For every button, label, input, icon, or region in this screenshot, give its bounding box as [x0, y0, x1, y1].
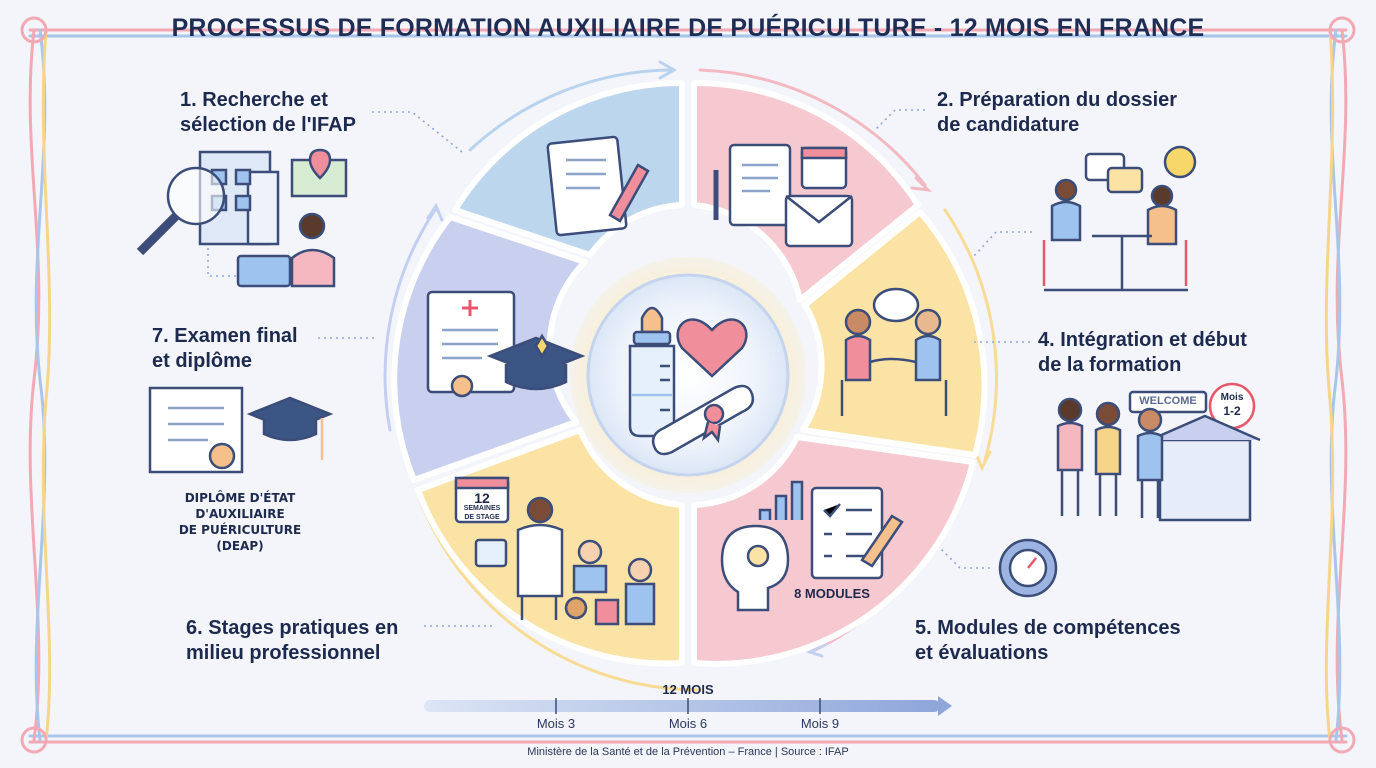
step-6-label: 6. Stages pratiques en milieu profession…: [186, 617, 399, 664]
step-7-label: 7. Examen final et diplôme: [152, 325, 298, 372]
students-school-illustration: [1056, 382, 1261, 522]
month-badge-top: Mois: [1220, 392, 1244, 403]
center-hub: [570, 257, 806, 493]
timeline-mark-3: Mois 3: [536, 716, 576, 731]
modules-tag: 8 MODULES: [794, 586, 870, 601]
baby-bottle-icon: [628, 306, 676, 438]
step-4-label: 4. Intégration et début de la formation: [1038, 329, 1247, 376]
diploma-graduation-cap-icon: [426, 290, 586, 398]
candidature-interview-illustration: [1042, 145, 1197, 292]
step-1-label: 1. Recherche et sélection de l'IFAP: [180, 89, 356, 136]
diploma-cap-illustration: [148, 386, 334, 474]
timeline-label: 12 MOIS: [662, 682, 714, 697]
heart-icon: [676, 318, 748, 378]
step-5-label: 5. Modules de compétences et évaluations: [915, 617, 1181, 664]
step-2-label: 2. Préparation du dossier de candidature: [937, 89, 1178, 136]
timeline-mark-6: Mois 6: [668, 716, 708, 731]
ifap-search-illustration: [136, 148, 348, 288]
timeline-bar: [424, 696, 952, 716]
document-pen-icon: [546, 135, 650, 237]
stage-calendar-caption: SEMAINES DE STAGE: [463, 505, 501, 521]
handshake-meeting-icon: [840, 287, 948, 416]
documents-envelope-calendar-icon: [713, 143, 854, 248]
brain-checklist-icon: [720, 480, 904, 612]
rope-frame: [20, 16, 1356, 754]
page-title: PROCESSUS DE FORMATION AUXILIAIRE DE PUÉ…: [171, 14, 1205, 42]
welcome-sign-text: WELCOME: [1139, 395, 1197, 407]
month-badge-bottom: 1-2: [1223, 404, 1241, 418]
footer-source: Ministère de la Santé et de la Préventio…: [527, 746, 849, 758]
deap-caption: DIPLÔME D'ÉTAT D'AUXILIAIRE DE PUÉRICULT…: [178, 491, 302, 553]
timeline-mark-9: Mois 9: [800, 716, 840, 731]
stage-calendar-number: 12: [474, 490, 490, 506]
dotted-connectors: [207, 109, 1032, 627]
gear-gauge-icon: [998, 538, 1058, 598]
diploma-scroll-icon: [651, 384, 755, 456]
nurse-babies-icon: [454, 476, 656, 626]
